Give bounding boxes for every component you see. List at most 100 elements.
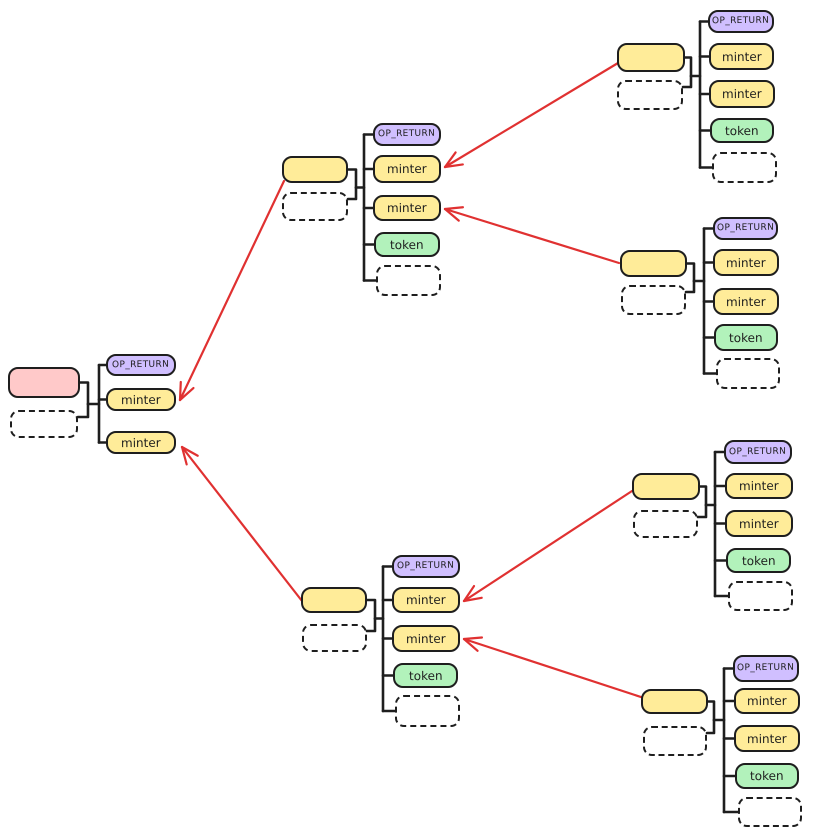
spend-arrowhead [443,206,465,211]
mint-tx-top-2-input-box [620,250,687,277]
mint-tx-top-input-box [282,156,348,183]
mint-tx-top-1-output-minter-2: minter [709,80,775,108]
mint-tx-top-1-output-minter-1: minter [709,43,774,70]
mint-tx-bottom-change-placeholder [302,624,367,652]
mint-tx-top-1-output-op-return-0-label: OP_RETURN [712,15,770,27]
mint-tx-bottom-output-minter-1: minter [392,587,460,613]
tx-wire [684,279,696,294]
mint-tx-top-2-output-minter-1: minter [713,249,779,276]
mint-tx-bottom-output-minter-1-label: minter [406,592,446,608]
mint-tx-bottom-1-change-placeholder [633,510,698,538]
tx-wire [365,598,377,620]
mint-tx-bottom-2-output-minter-2: minter [734,725,800,752]
tx-wire [683,56,693,78]
mint-tx-bottom-1-output-minter-1-label: minter [739,478,779,494]
spend-arrowhead [178,380,182,402]
mint-tx-bottom-output-op-return-0-label: OP_RETURN [397,560,455,572]
genesis-tx-change-placeholder [10,410,78,438]
mint-tx-top-output-minter-2: minter [373,195,441,221]
spend-arrowhead [443,163,464,169]
tx-wire [76,402,90,419]
genesis-tx-output-minter-2: minter [106,431,176,454]
tx-wire [696,503,708,519]
mint-tx-bottom-2-change-placeholder [643,726,707,756]
spend-arrow [462,489,634,603]
spend-arrowhead [178,386,195,402]
spend-arrowhead [462,596,483,603]
mint-tx-bottom-1-output-placeholder-4 [728,581,793,611]
mint-tx-top-2-output-minter-2-label: minter [726,294,766,309]
mint-tx-bottom-2-output-op-return-0-label: OP_RETURN [737,662,795,674]
mint-tx-bottom-output-placeholder-4 [395,695,460,727]
tx-wire [685,262,696,283]
mint-tx-top-1-output-token-3: token [710,118,774,143]
tx-wire [706,700,716,722]
tx-wire [705,718,716,735]
mint-tx-bottom-1-output-token-3-label: token [741,553,776,568]
genesis-tx-output-minter-1-label: minter [121,392,161,407]
mint-tx-top-1-input-box [617,43,685,72]
spend-arrow [443,207,621,265]
genesis-tx-output-op-return-0-label: OP_RETURN [112,359,170,370]
mint-tx-bottom-1-input-box [632,473,700,500]
mint-tx-top-output-minter-1-label: minter [387,161,427,177]
mint-tx-top-change-placeholder [282,192,348,221]
tx-wire [346,168,358,189]
genesis-tx-output-minter-1: minter [106,388,176,411]
spend-arrow [443,61,620,169]
mint-tx-bottom-2-output-minter-1: minter [734,688,800,714]
genesis-tx-input-box [8,367,80,398]
mint-tx-bottom-input-box [301,587,367,613]
mint-tx-top-output-placeholder-4 [376,265,441,296]
mint-tx-top-1-output-placeholder-4 [712,152,777,183]
mint-tx-top-2-output-minter-2: minter [713,288,779,315]
mint-tx-bottom-1-output-minter-2: minter [725,510,793,537]
mint-tx-bottom-1-output-minter-1: minter [725,473,793,499]
mint-tx-bottom-output-op-return-0: OP_RETURN [392,555,460,578]
spend-arrowhead [462,584,476,603]
mint-tx-bottom-1-output-minter-2-label: minter [739,516,779,531]
spend-arrowhead [443,207,460,222]
mint-tx-top-1-output-minter-2-label: minter [722,86,762,102]
mint-tx-top-output-op-return-0: OP_RETURN [373,123,441,146]
mint-tx-bottom-1-output-token-3: token [726,548,791,573]
mint-tx-top-2-output-op-return-0: OP_RETURN [713,217,778,240]
mint-tx-bottom-output-token-3: token [393,663,458,688]
tx-wire [78,381,90,406]
mint-tx-top-2-change-placeholder [621,285,686,315]
spend-arrow [462,637,649,701]
mint-tx-top-2-output-op-return-0-label: OP_RETURN [716,222,775,234]
tx-wire [346,186,358,201]
mint-tx-top-2-output-token-3-label: token [729,330,763,345]
mint-tx-bottom-1-output-op-return-0: OP_RETURN [724,440,792,464]
spend-arrow [178,179,286,402]
tx-wire [681,74,693,89]
mint-tx-top-output-token-3-label: token [390,237,424,252]
spend-arrowhead [443,151,457,169]
spend-arrowhead [180,445,199,457]
tx-wire [365,617,377,633]
mint-tx-top-2-output-minter-1-label: minter [726,255,766,270]
mint-tx-bottom-2-output-token-3-label: token [750,768,784,784]
mint-tx-bottom-2-output-placeholder-4 [738,797,802,827]
mint-tx-top-2-output-token-3: token [714,324,778,351]
mint-tx-bottom-1-output-op-return-0-label: OP_RETURN [729,446,787,457]
mint-tx-top-1-change-placeholder [617,80,683,110]
spend-arrowhead [462,636,484,641]
genesis-tx-output-op-return-0: OP_RETURN [106,354,176,376]
mint-tx-top-1-output-minter-1-label: minter [721,49,762,64]
mint-tx-bottom-2-output-token-3: token [735,763,799,789]
mint-tx-top-output-op-return-0-label: OP_RETURN [378,128,436,140]
mint-tx-top-output-token-3: token [374,232,440,257]
spend-arrowhead [180,445,188,466]
mint-tx-top-1-output-op-return-0: OP_RETURN [708,10,774,33]
mint-tx-bottom-2-output-op-return-0: OP_RETURN [733,655,799,682]
mint-tx-bottom-2-output-minter-1-label: minter [747,693,787,709]
spend-arrowhead [462,637,479,652]
genesis-tx-output-minter-2-label: minter [121,435,161,450]
mint-tx-bottom-output-minter-2-label: minter [406,631,446,646]
tx-wire [698,485,708,507]
mint-tx-top-1-output-token-3-label: token [725,123,759,138]
